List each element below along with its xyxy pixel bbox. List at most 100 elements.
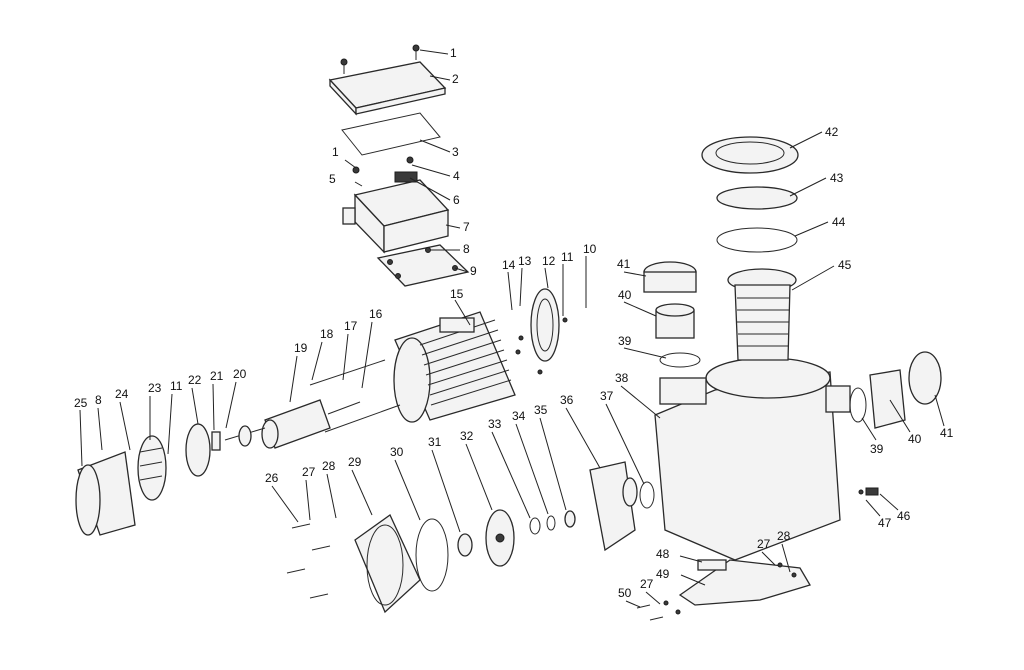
leader-line [544,267,549,289]
terminal-box-base-gasket [376,244,470,287]
callout-3: 3 [452,145,459,159]
lid-locking-ring [701,136,799,174]
base-screws [636,562,797,621]
motor-flange [515,288,568,375]
leader-line [409,177,451,201]
callout-42: 42 [825,125,839,139]
callout-25: 25 [74,396,88,410]
callout-22: 22 [188,373,202,387]
leader-line [761,551,776,566]
union-tail-top [655,303,695,339]
housing-bolts [286,523,331,599]
leader-line [625,600,641,608]
callout-20: 20 [233,367,247,381]
callout-27: 27 [757,537,771,551]
callout-46: 46 [897,509,911,523]
union-o-ring-top [659,352,701,368]
leader-line [519,267,523,307]
callout-19: 19 [294,341,308,355]
leader-lines [79,49,945,608]
leader-line [781,543,791,573]
leader-line [454,267,469,273]
callout-8: 8 [95,393,102,407]
lid-o-ring [716,227,798,253]
callout-27: 27 [640,577,654,591]
callout-16: 16 [369,307,383,321]
callout-18: 18 [320,327,334,341]
leader-line [791,265,835,291]
leader-line [623,301,657,317]
leader-line [411,164,451,177]
strainer-basket [727,268,797,361]
callout-10: 10 [583,242,597,256]
callout-4: 4 [453,169,460,183]
leader-line [515,423,549,515]
callout-2: 2 [452,72,459,86]
mechanical-seal [457,533,473,557]
leader-line [507,271,513,311]
callout-24: 24 [115,387,129,401]
callout-26: 26 [265,471,279,485]
lid [716,186,798,210]
callout-31: 31 [428,435,442,449]
leader-line [431,449,461,533]
union-nut-top [643,261,697,293]
leader-line [679,555,703,563]
leader-line [361,321,373,389]
leader-line [429,75,451,81]
callout-14: 14 [502,258,516,272]
leader-line [167,393,173,455]
leader-line [789,131,823,149]
leader-line [305,479,311,521]
leader-line [212,383,215,431]
callout-1: 1 [332,145,339,159]
rear-bearing-parts [185,423,221,477]
callout-34: 34 [512,409,526,423]
terminal-box-cover [328,44,447,116]
callout-27: 27 [302,465,316,479]
union-o-ring-side [849,387,867,423]
callout-28: 28 [322,459,336,473]
callout-1: 1 [450,46,457,60]
callout-48: 48 [656,547,670,561]
leader-line [623,347,667,359]
callout-40: 40 [908,432,922,446]
leader-line [491,431,531,519]
o-ring-large [415,518,449,592]
leader-line [645,591,661,605]
callout-11: 11 [170,379,183,393]
callout-7: 7 [463,220,470,234]
callout-38: 38 [615,371,629,385]
union-tail-side [869,369,906,429]
callout-39: 39 [870,442,884,456]
callout-11: 11 [561,250,574,264]
leader-line [271,485,299,523]
callout-23: 23 [148,381,162,395]
leader-line [344,159,357,169]
callout-30: 30 [390,445,404,459]
pump-housing [654,357,851,561]
leader-line [454,299,471,326]
callout-50: 50 [618,586,632,600]
rotor-shaft [224,399,361,449]
leader-line [225,381,237,429]
callout-47: 47 [878,516,892,530]
motor-stator [393,311,516,423]
leader-line [680,574,706,586]
callout-37: 37 [600,389,614,403]
leader-line [311,341,323,381]
callout-40: 40 [618,288,632,302]
leader-line [934,394,945,427]
leader-line [620,385,661,419]
callout-41: 41 [940,426,954,440]
callout-15: 15 [450,287,464,301]
diffuser-o-ring [639,481,655,509]
leader-line [79,409,83,467]
impeller [485,509,515,567]
fan-cover [75,451,136,536]
cover-gasket [341,112,441,156]
callout-28: 28 [777,529,791,543]
callout-32: 32 [460,429,474,443]
leader-line [342,333,349,381]
